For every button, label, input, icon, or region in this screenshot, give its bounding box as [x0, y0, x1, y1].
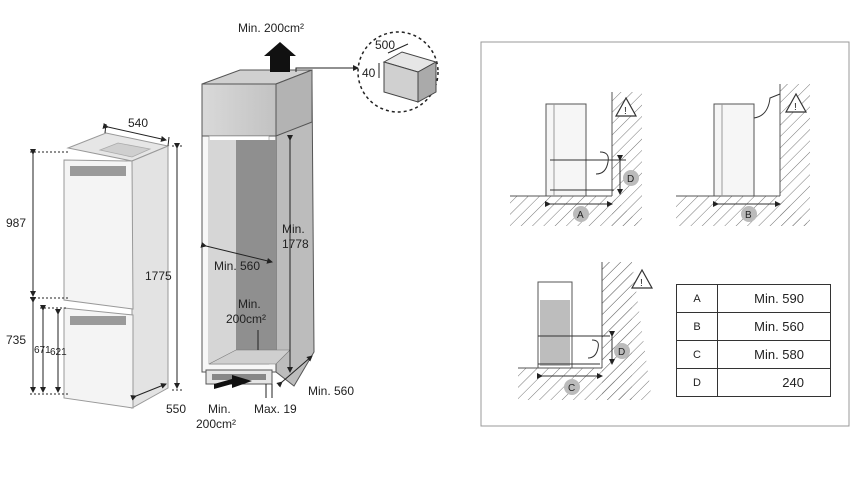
scenario-a-marker-d: D [627, 174, 634, 185]
scenario-b-warning: ! [794, 102, 797, 113]
table-row: D 240 [676, 368, 831, 397]
cabinet-min-height-label-1: Min. [282, 222, 305, 236]
table-key: A [676, 284, 718, 313]
clearance-table: A Min. 590 B Min. 560 C Min. 580 D 240 [676, 284, 831, 397]
table-value: Min. 590 [717, 284, 831, 313]
rear-vent-label-1: Min. [238, 297, 261, 311]
table-value: Min. 580 [717, 340, 831, 369]
scenario-a-marker-a: A [577, 210, 584, 221]
table-key: D [676, 368, 718, 397]
detail-height-label: 40 [362, 66, 376, 80]
table-row: C Min. 580 [676, 340, 831, 369]
table-key: C [676, 340, 718, 369]
clearance-scenario-c [518, 262, 654, 400]
scenario-c-warning: ! [640, 278, 643, 289]
scenario-c-marker-d: D [618, 347, 625, 358]
table-row: A Min. 590 [676, 284, 831, 313]
max-gap-label: Max. 19 [254, 402, 297, 416]
fridge-door-b-label: 621 [50, 347, 67, 358]
top-vent-label: Min. 200cm² [238, 21, 304, 35]
cabinet-min-width-label: Min. 560 [214, 259, 260, 273]
scenario-b-marker-b: B [745, 210, 752, 221]
clearance-panel [480, 41, 850, 427]
fridge-door-a-label: 671 [34, 345, 51, 356]
top-detail-callout [357, 31, 439, 113]
cabinet-min-depth-label: Min. 560 [308, 384, 354, 398]
bottom-vent-label-2: 200cm² [196, 417, 236, 431]
fridge-width-label: 540 [128, 116, 148, 130]
table-row: B Min. 560 [676, 312, 831, 341]
cabinet-dimension-lines [200, 65, 359, 398]
scenario-a-warning: ! [624, 106, 627, 117]
scenario-c-marker-c: C [568, 383, 575, 394]
bottom-vent-label-1: Min. [208, 402, 231, 416]
fridge-dimension-lines [30, 122, 182, 401]
cabinet-min-height-label-2: 1778 [282, 237, 309, 251]
fridge-lower-height-label: 735 [6, 333, 26, 347]
detail-depth-label: 500 [375, 38, 395, 52]
fridge-illustration [63, 132, 170, 409]
table-key: B [676, 312, 718, 341]
fridge-height-label: 1775 [145, 269, 172, 283]
cabinet-illustration [201, 42, 315, 389]
rear-vent-label-2: 200cm² [226, 312, 266, 326]
fridge-depth-label: 550 [166, 402, 186, 416]
clearance-scenario-b [676, 84, 810, 226]
table-value: Min. 560 [717, 312, 831, 341]
clearance-scenario-a [510, 92, 642, 226]
fridge-upper-height-label: 987 [6, 216, 26, 230]
table-value: 240 [717, 368, 831, 397]
